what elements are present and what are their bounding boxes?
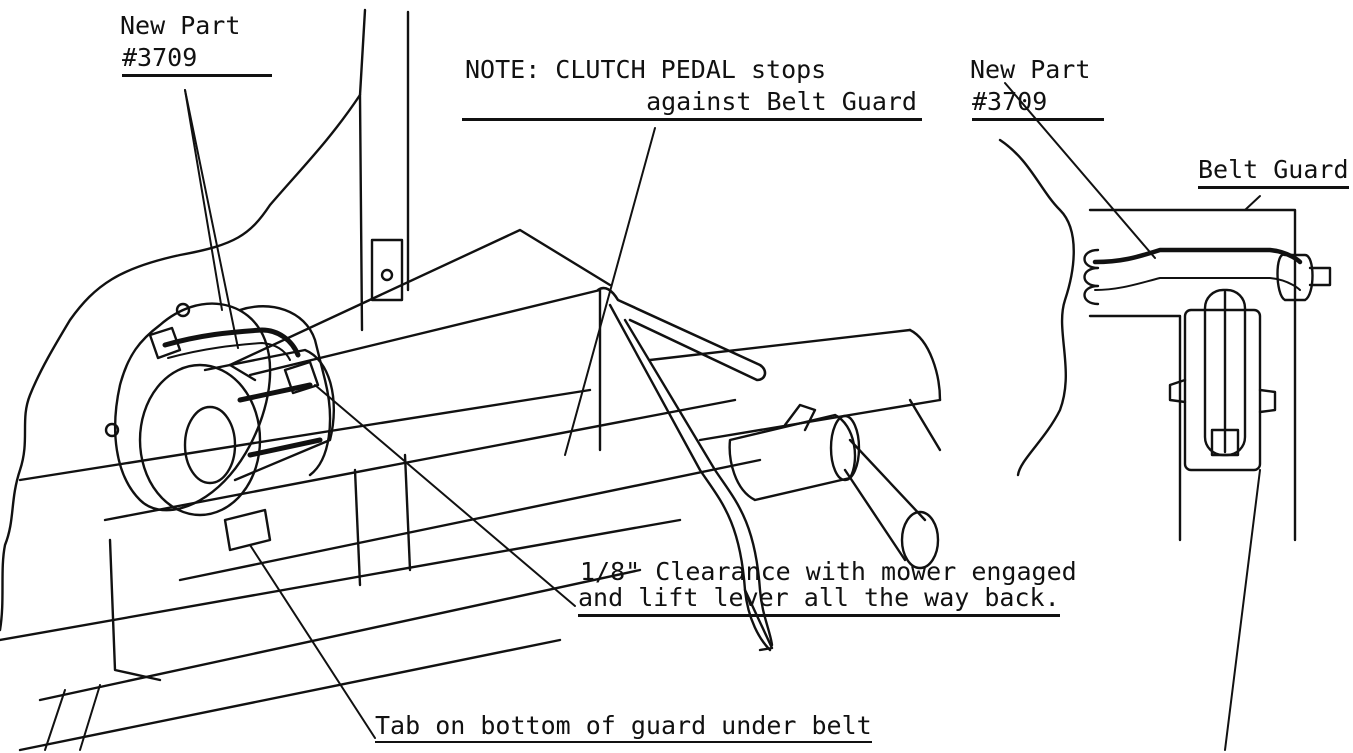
shaft-collar: [728, 413, 857, 502]
clutch-pedal-arm-inner-2: [623, 318, 774, 647]
leader-bottom-left-2: [79, 684, 101, 751]
guard-tab: [223, 508, 272, 552]
label-new-part-left-line2: #3709: [122, 44, 272, 77]
label-new-part-left-line1: New Part: [120, 11, 241, 40]
inset-frame-line: [1088, 208, 1297, 542]
leader-left-new-part: [184, 89, 239, 349]
rod-nut-left: [148, 326, 182, 360]
lift-shaft-top: [648, 328, 912, 362]
pulley-guard-plate: [238, 305, 332, 477]
leader-inset-pulley: [1224, 469, 1261, 751]
inset-wavy-left: [998, 138, 1075, 477]
label-tab-note: Tab on bottom of guard under belt: [375, 712, 872, 743]
inset-pulley-bolt: [1210, 428, 1240, 457]
rail-long-2: [103, 398, 737, 522]
inset-rod-lower: [1094, 277, 1301, 291]
rail-long-6: [18, 638, 562, 752]
lift-shaft-bottom: [698, 398, 942, 442]
rail-upper-plane: [248, 288, 602, 452]
rail-long-1: [18, 388, 592, 482]
inset-bracket-left: [1168, 378, 1187, 404]
label-belt-guard: Belt Guard: [1198, 156, 1349, 189]
clutch-pedal-arm-outer: [596, 286, 767, 382]
frame-vertical-post-left: [358, 94, 364, 332]
leader-bottom-left-1: [44, 689, 66, 751]
frame-cutaway-inner: [358, 8, 367, 97]
pulley-belt-body: [203, 348, 336, 482]
rail-step: [108, 538, 162, 682]
pulley-belt-shading: [237, 382, 323, 458]
shaft-rod-end: [900, 510, 940, 570]
lift-shaft-far-end: [908, 328, 942, 402]
label-new-part-right-line1: New Part: [970, 55, 1091, 84]
leader-right-new-part: [1004, 82, 1156, 259]
lift-shaft-underside: [908, 398, 942, 452]
rail-vertical-2: [403, 453, 412, 572]
pulley-hub: [138, 363, 262, 517]
clutch-pedal-foot: [743, 588, 774, 652]
label-clearance-line2: and lift lever all the way back.: [578, 584, 1060, 617]
frame-bolt: [380, 268, 394, 282]
label-note-line2: against Belt Guard: [462, 88, 922, 121]
inset-rod: [1092, 247, 1303, 265]
leader-left-new-part-2: [184, 89, 223, 311]
pulley-flange-hole-1: [175, 302, 191, 318]
rail-long-4: [0, 518, 682, 642]
leader-tab: [249, 544, 376, 739]
leader-belt-guard: [1244, 195, 1261, 211]
shaft-rod-top: [848, 438, 927, 522]
leader-clearance: [314, 384, 576, 607]
rail-long-3: [178, 458, 762, 582]
clutch-pedal-arm-inner: [608, 303, 772, 652]
inset-pulley-housing: [1183, 308, 1262, 472]
label-note-line1: NOTE: CLUTCH PEDAL stops: [465, 55, 827, 84]
new-part-rod-left-inner: [167, 342, 291, 361]
shaft-collar-key: [783, 403, 817, 432]
inset-bracket-right: [1258, 388, 1277, 414]
rail-long-5: [38, 568, 642, 702]
label-new-part-right-line2: #3709: [972, 88, 1104, 121]
rod-nut-right: [283, 360, 320, 395]
new-part-rod-left: [162, 327, 301, 358]
pulley-flange-hole-2: [104, 422, 120, 438]
inset-rod-clip-right: [1276, 253, 1332, 302]
shaft-rod-bottom: [843, 468, 907, 562]
rail-left-edge: [228, 363, 257, 382]
inset-frame-lower: [1088, 314, 1182, 542]
frame-bracket: [370, 238, 404, 302]
rail-vertical-1: [353, 468, 362, 587]
label-clearance-line1: 1/8" Clearance with mower engaged: [580, 557, 1077, 586]
inset-rod-clip-left: [1083, 248, 1100, 306]
frame-cutaway-outline: [0, 93, 362, 632]
pulley-hub-inner: [183, 405, 237, 485]
pulley-flange-outer: [113, 302, 272, 512]
rail-top-edge: [228, 228, 612, 367]
leader-note: [564, 127, 656, 456]
